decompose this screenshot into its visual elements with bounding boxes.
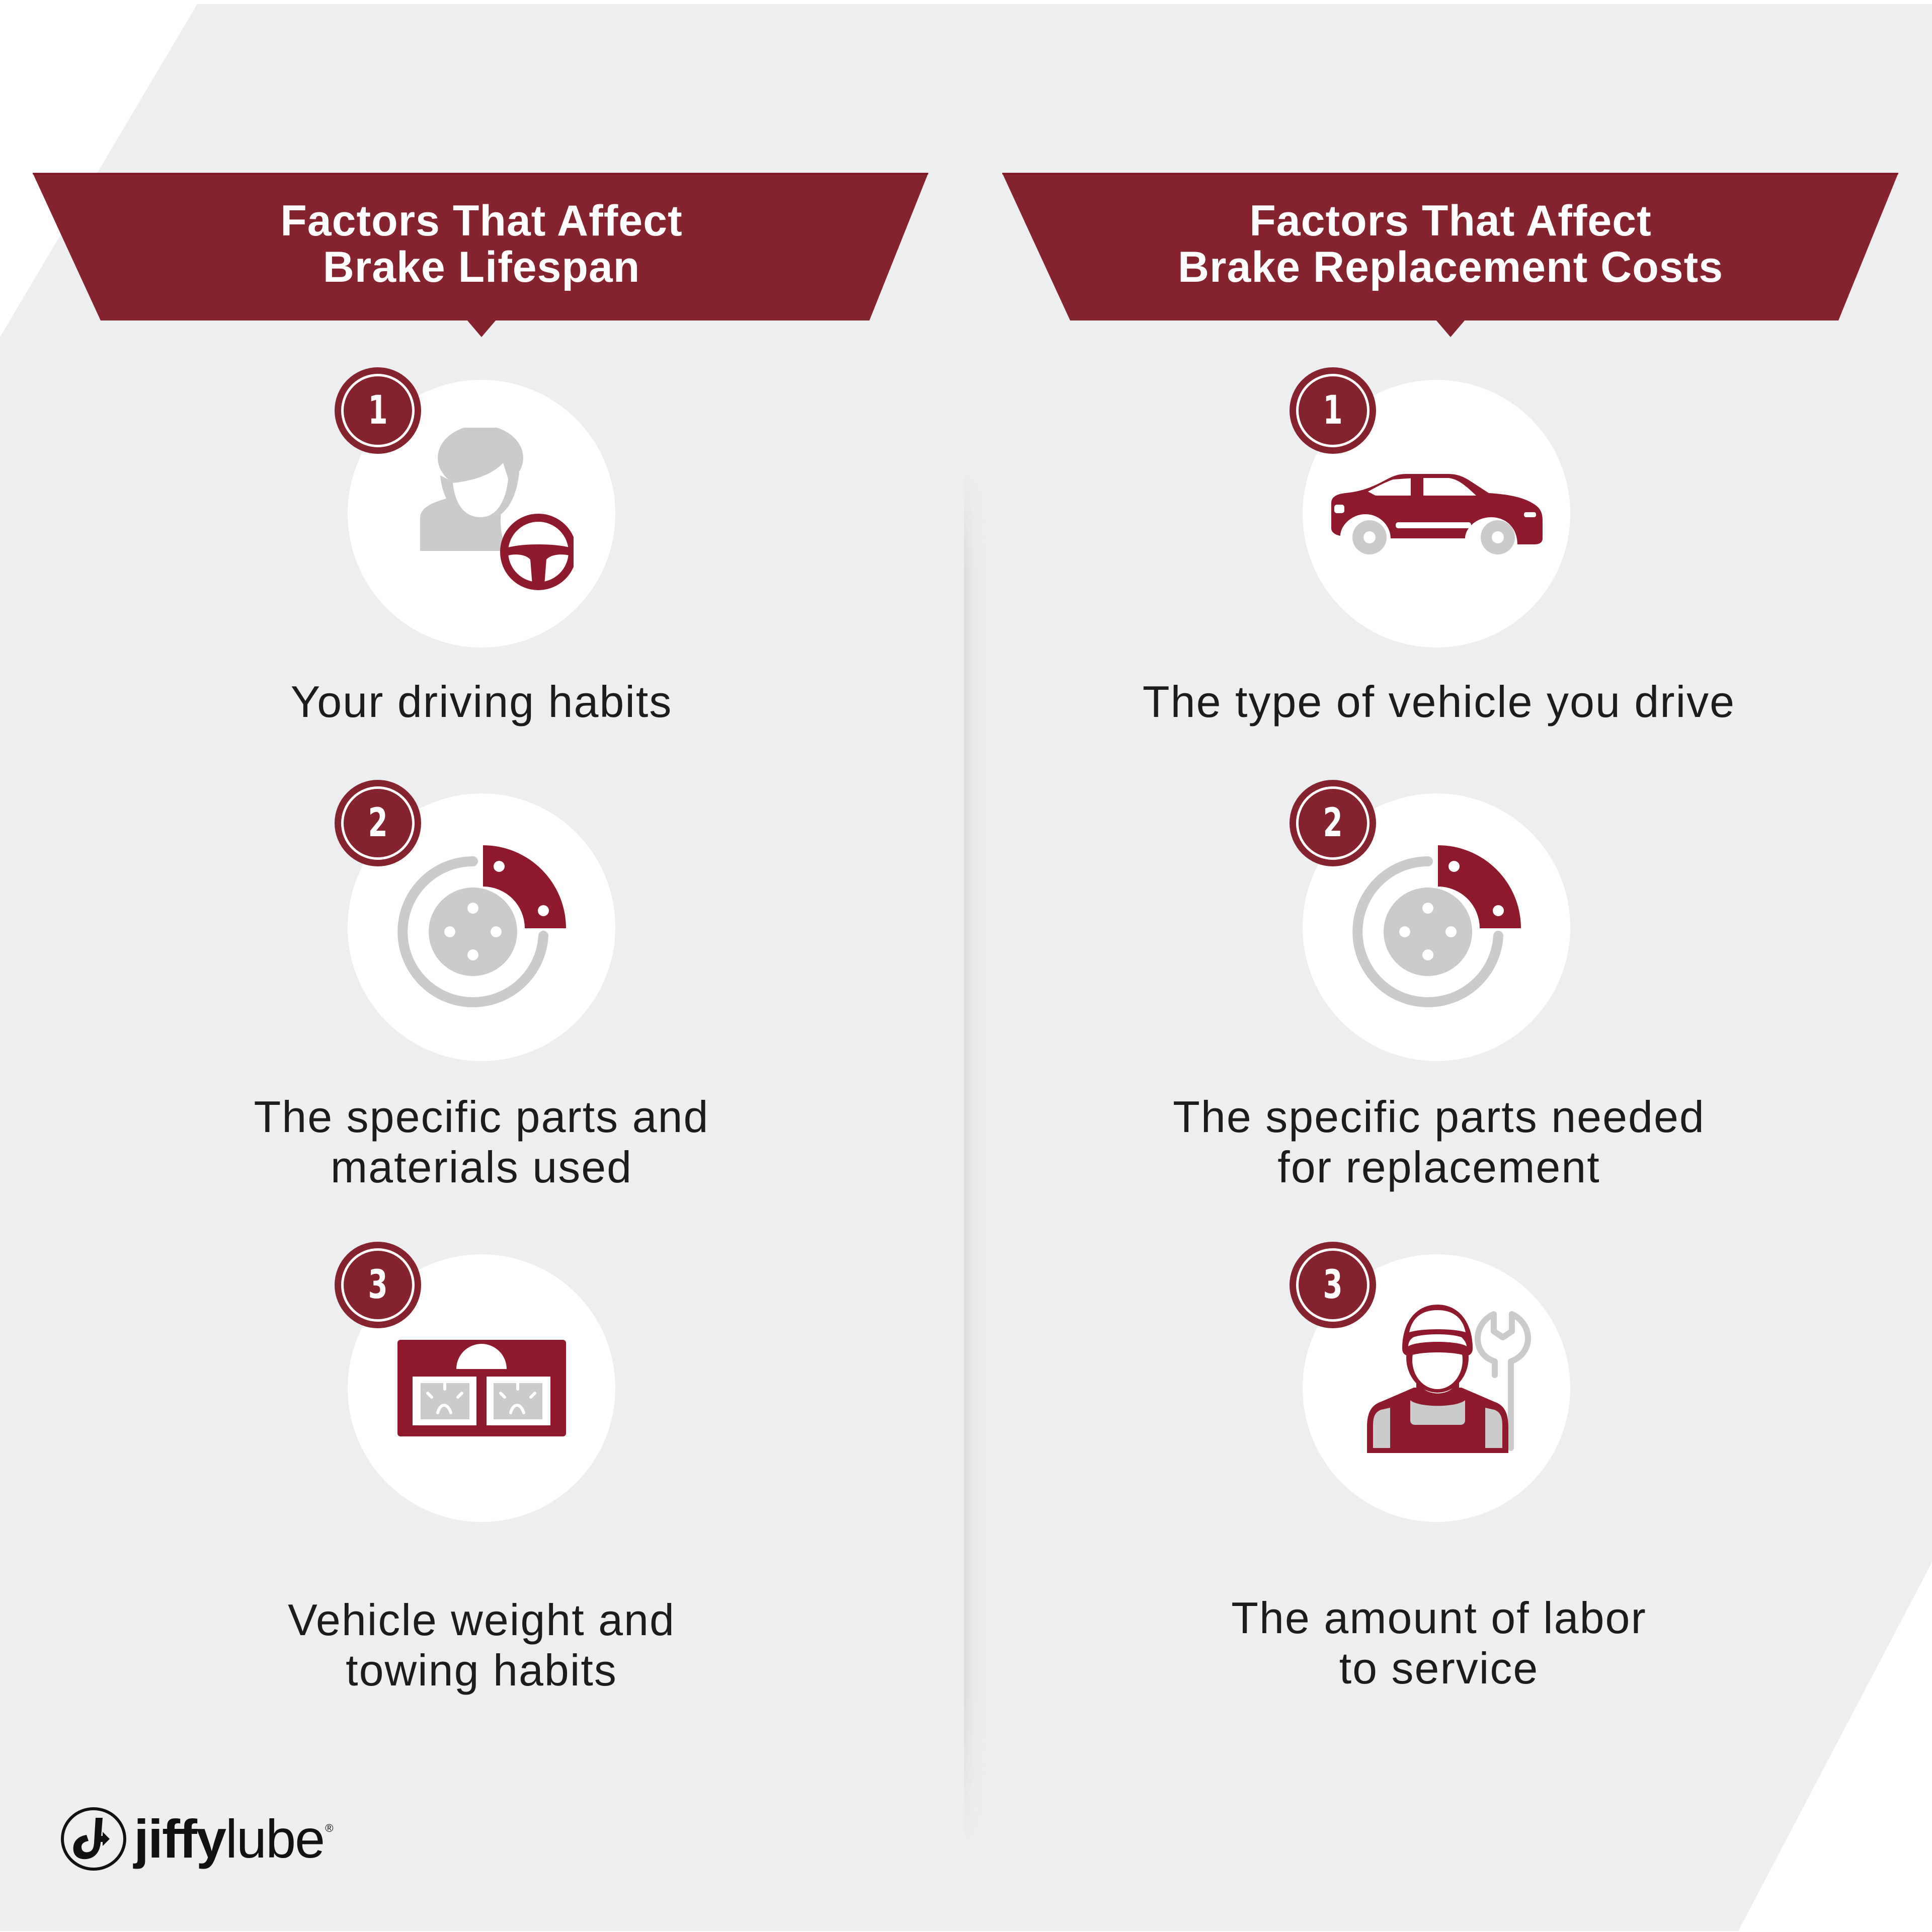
number-badge: 3	[335, 1242, 421, 1328]
banner-title-right-line-1: Factors That Affect	[1249, 197, 1652, 245]
number-badge: 1	[1290, 367, 1376, 454]
jiffy-lube-logo: jiffylube®	[60, 1804, 333, 1874]
caption: Vehicle weight and towing habits	[288, 1595, 675, 1695]
driver-steering-wheel-icon	[420, 428, 574, 590]
mechanic-wrench-icon	[1367, 1305, 1531, 1453]
logo-wordmark: jiffylube®	[134, 1808, 333, 1869]
banner-left	[33, 173, 928, 337]
number-badge: 2	[335, 780, 421, 866]
banner-title-right-line-2: Brake Replacement Costs	[1177, 243, 1724, 291]
caption: The amount of labor to service	[1231, 1593, 1647, 1693]
number-badge: 1	[335, 367, 421, 454]
banner-right	[1002, 173, 1898, 337]
caption: The type of vehicle you drive	[1142, 677, 1736, 727]
caption: The specific parts and materials used	[254, 1092, 709, 1192]
caption: The specific parts needed for replacemen…	[1173, 1092, 1705, 1192]
banner-title-left: Factors That Affect Brake Lifespan	[129, 198, 834, 290]
car-icon	[1331, 474, 1543, 554]
banner-title-left-line-2: Brake Lifespan	[323, 243, 640, 291]
jiffy-lube-emblem-icon	[61, 1807, 126, 1871]
brake-disc-icon	[397, 845, 566, 1007]
brake-disc-icon	[1352, 845, 1521, 1007]
weight-scale-icon	[397, 1340, 566, 1436]
number-badge: 3	[1290, 1242, 1376, 1328]
banner-title-left-line-1: Factors That Affect	[280, 197, 683, 245]
column-divider	[964, 470, 987, 1846]
number-badge: 2	[1290, 780, 1376, 866]
banner-title-right: Factors That Affect Brake Replacement Co…	[1098, 198, 1803, 290]
caption: Your driving habits	[290, 677, 673, 727]
